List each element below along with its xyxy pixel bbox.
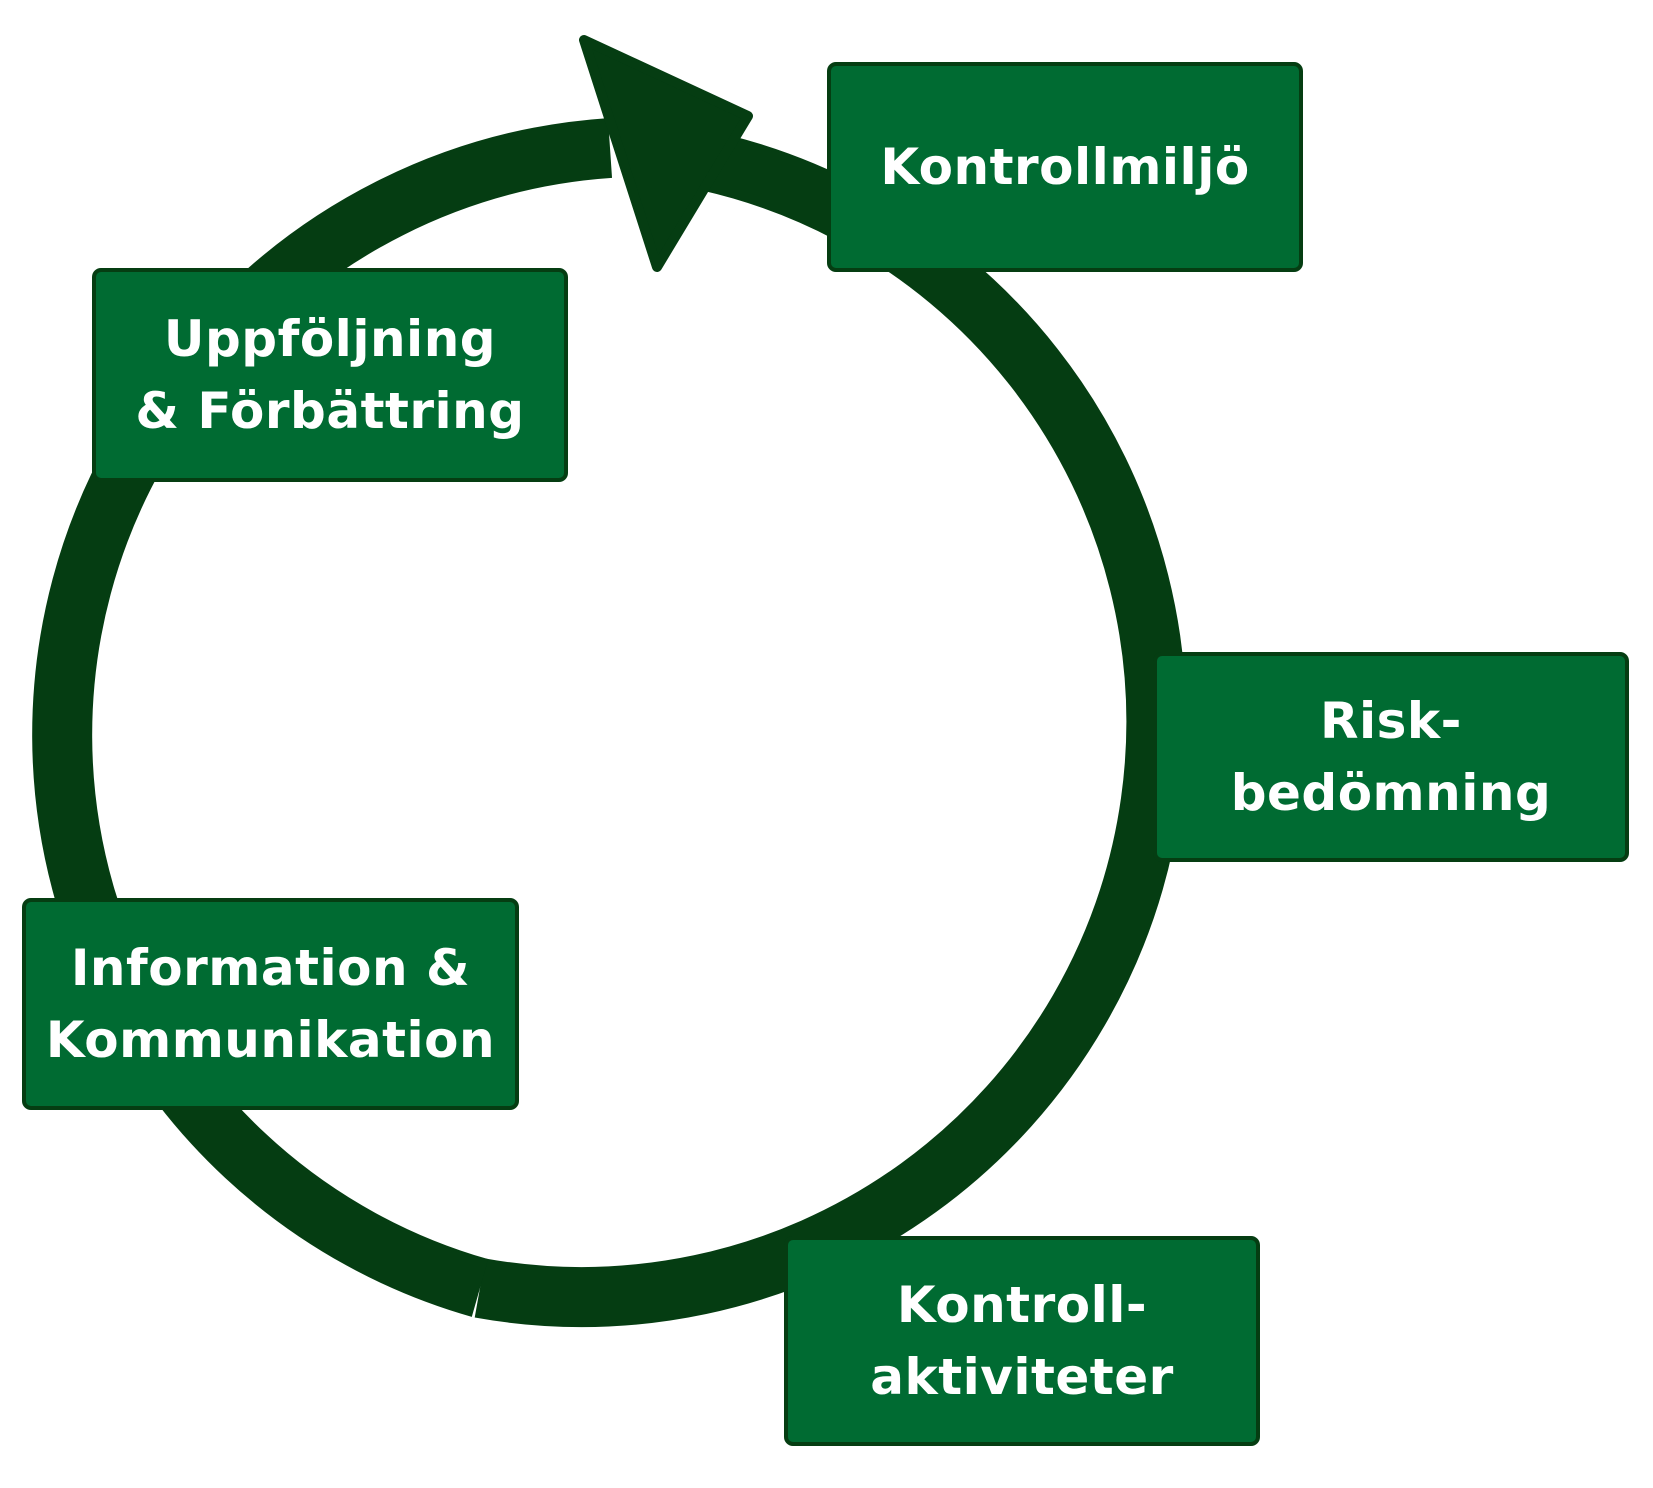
step-label-line: aktiviteter — [870, 1348, 1174, 1406]
step-label-line: Information & — [70, 939, 471, 997]
arrow-head-icon — [579, 35, 753, 272]
step-label-line: Kommunikation — [45, 1011, 496, 1069]
step-information-kommunikation: Information & Kommunikation — [22, 898, 519, 1110]
step-kontrollaktiviteter: Kontroll- aktiviteter — [784, 1236, 1260, 1446]
step-label-line: Risk- — [1320, 692, 1462, 750]
step-kontrollmiljo: Kontrollmiljö — [827, 62, 1303, 272]
step-label-line: bedömning — [1230, 764, 1552, 822]
step-label-line: Kontrollmiljö — [880, 138, 1250, 196]
step-label-line: Uppföljning — [163, 310, 497, 368]
step-riskbedomning: Risk- bedömning — [1153, 652, 1629, 862]
step-uppfoljning-forbattring: Uppföljning & Förbättring — [92, 268, 568, 482]
step-label-line: Kontroll- — [896, 1276, 1148, 1334]
cycle-arrow-ring-upper — [32, 118, 613, 1317]
cycle-arrow-ring — [474, 120, 1187, 1327]
step-label-line: & Förbättring — [135, 382, 525, 440]
